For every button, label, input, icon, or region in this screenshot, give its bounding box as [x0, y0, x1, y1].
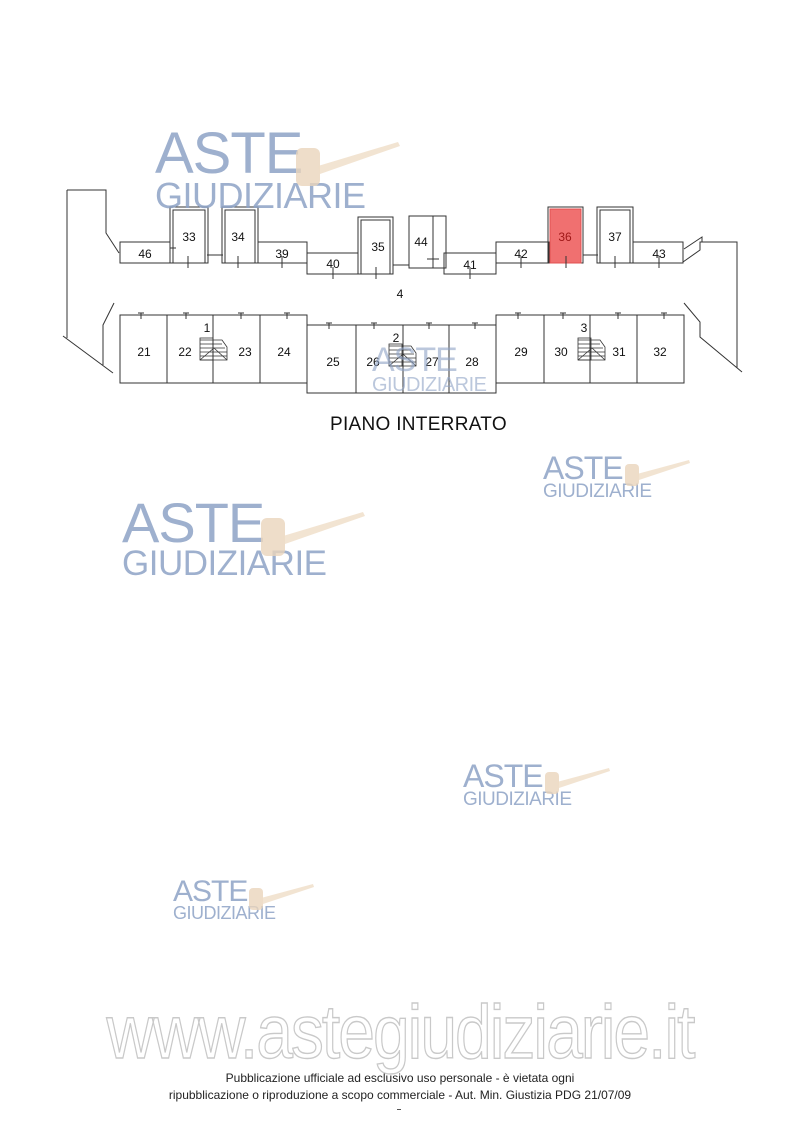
- svg-text:1: 1: [204, 321, 211, 335]
- svg-text:35: 35: [371, 240, 385, 254]
- watermark-logo: ASTE GIUDIZIARIE: [122, 494, 365, 581]
- page-marker: [397, 1109, 401, 1110]
- svg-text:25: 25: [326, 355, 340, 369]
- svg-text:30: 30: [554, 345, 568, 359]
- watermark-logo: ASTE GIUDIZIARIE: [173, 877, 314, 922]
- watermark-logo: ASTE GIUDIZIARIE: [463, 760, 610, 809]
- svg-text:43: 43: [652, 247, 666, 261]
- svg-text:27: 27: [425, 355, 439, 369]
- svg-text:42: 42: [514, 247, 528, 261]
- svg-text:23: 23: [238, 345, 252, 359]
- svg-text:26: 26: [366, 355, 380, 369]
- plan-title: PIANO INTERRATO: [330, 414, 507, 435]
- svg-text:36: 36: [558, 230, 572, 244]
- svg-text:41: 41: [463, 258, 477, 272]
- gavel-icon: [625, 460, 690, 486]
- floor-plan: 46 33 34 39 40 35 44 41 42 36 37 43 4 21…: [62, 189, 743, 394]
- svg-text:29: 29: [514, 345, 528, 359]
- watermark-logo: ASTE GIUDIZIARIE: [155, 124, 400, 214]
- gavel-icon: [296, 142, 400, 186]
- watermark-logo: ASTE GIUDIZIARIE: [543, 452, 690, 501]
- svg-text:28: 28: [465, 355, 479, 369]
- svg-text:32: 32: [653, 345, 667, 359]
- svg-text:34: 34: [231, 230, 245, 244]
- svg-text:31: 31: [612, 345, 626, 359]
- svg-text:21: 21: [137, 345, 151, 359]
- svg-text:24: 24: [277, 345, 291, 359]
- watermark-logo: ASTE GIUDIZIARIE: [372, 341, 487, 396]
- unit-label: 46: [138, 247, 152, 261]
- svg-text:4: 4: [397, 287, 404, 301]
- svg-text:37: 37: [608, 230, 622, 244]
- svg-text:3: 3: [581, 321, 588, 335]
- gavel-icon: [545, 768, 610, 794]
- svg-text:44: 44: [414, 235, 428, 249]
- site-url-watermark: www.astegiudiziarie.it: [106, 988, 696, 1075]
- svg-text:40: 40: [326, 257, 340, 271]
- gavel-icon: [261, 512, 365, 556]
- svg-text:2: 2: [393, 331, 400, 345]
- footer-notice-line-1: Pubblicazione ufficiale ad esclusivo uso…: [225, 1071, 575, 1085]
- svg-text:39: 39: [275, 247, 289, 261]
- svg-text:33: 33: [182, 230, 196, 244]
- footer-notice-line-2: ripubblicazione o riproduzione a scopo c…: [168, 1088, 632, 1102]
- gavel-icon: [249, 884, 314, 910]
- svg-text:22: 22: [178, 345, 192, 359]
- stair-symbol: [199, 337, 606, 367]
